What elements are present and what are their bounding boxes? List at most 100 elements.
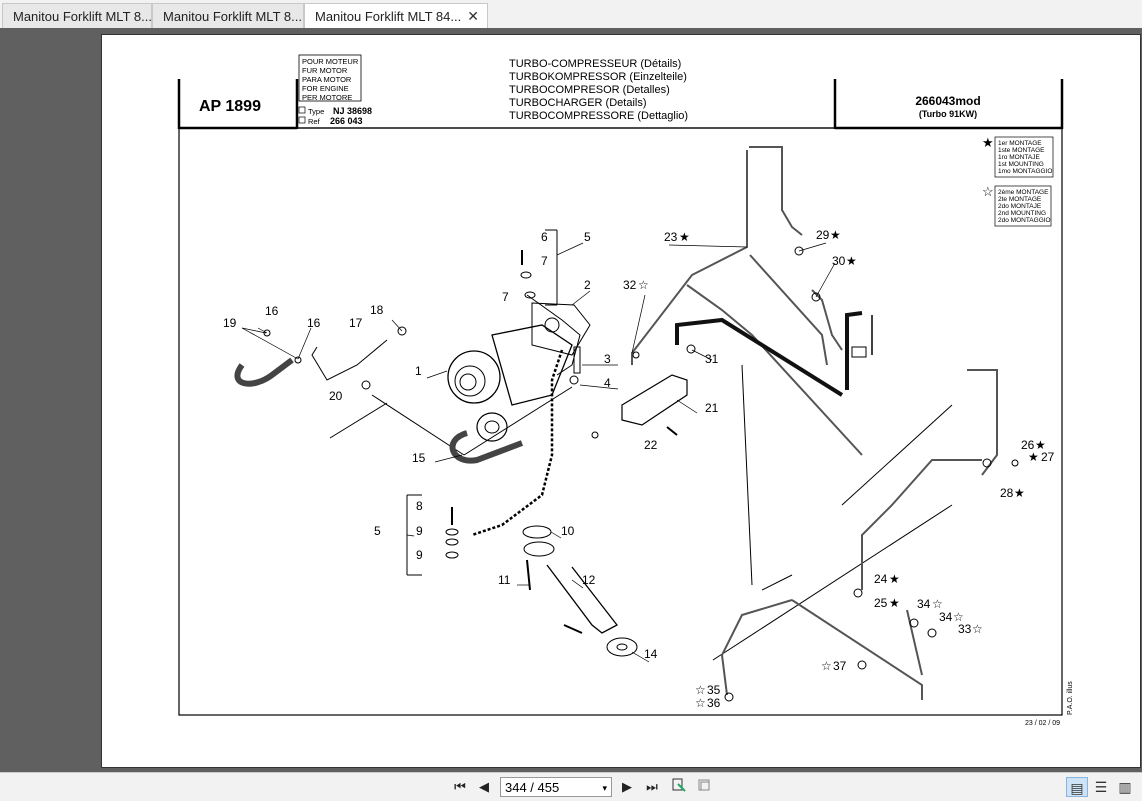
callout-23: 23 <box>664 230 678 244</box>
legend-first-mounting: ★ 1er MONTAGE 1ste MONTAGE 1ro MONTAJE 1… <box>982 135 1054 178</box>
page-selector[interactable]: 344 / 455 ▾ <box>500 777 612 797</box>
legend-line: 2te MONTAGE <box>998 196 1042 203</box>
callout-5: 5 <box>584 230 591 244</box>
callout-stars: ★ ★ ★ ★ ★ ★ ★ ★ ☆ ☆ ☆ ☆ ☆ ☆ ☆ <box>638 228 1046 710</box>
next-page-icon[interactable]: ▶ <box>622 779 632 794</box>
engine-line: FOR ENGINE <box>302 84 349 93</box>
callout-labels: 1 2 3 4 5 5 6 7 7 8 9 9 10 11 12 14 15 1… <box>223 228 1055 710</box>
previous-page-icon[interactable]: ◀ <box>479 779 489 794</box>
tab-label: Manitou Forklift MLT 8... <box>13 9 152 24</box>
callout-32: 32 <box>623 278 637 292</box>
callout-16: 16 <box>265 304 279 318</box>
filled-star-icon: ★ <box>1035 438 1046 452</box>
close-tab-icon[interactable]: ✕ <box>467 8 479 24</box>
tab-label: Manitou Forklift MLT 8... <box>163 9 302 24</box>
callout-4: 4 <box>604 376 611 390</box>
ref-value: 266 043 <box>330 116 363 126</box>
parts-diagram: AP 1899 POUR MOTEUR FUR MOTOR PARA MOTOR… <box>177 54 1074 727</box>
filled-star-icon: ★ <box>830 228 841 242</box>
legend-line: 2do MONTAJE <box>998 203 1042 210</box>
model-code: 266043mod <box>915 94 980 108</box>
header-block <box>177 54 1064 716</box>
title-fr: TURBO-COMPRESSEUR (Détails) <box>509 58 681 70</box>
legend-line: 2nd MOUNTING <box>998 210 1046 217</box>
callout-11: 11 <box>498 573 511 587</box>
callout-31: 31 <box>705 352 719 366</box>
callout-27: 27 <box>1041 450 1055 464</box>
title-en: TURBOCHARGER (Details) <box>509 97 647 109</box>
callout-3: 3 <box>604 352 611 366</box>
tab-document-3[interactable]: Manitou Forklift MLT 84... ✕ <box>304 3 488 29</box>
engine-line: PARA MOTOR <box>302 75 352 84</box>
model-subtitle: (Turbo 91KW) <box>919 109 977 119</box>
filled-star-icon: ★ <box>679 230 690 244</box>
legend-line: 2ème MONTAGE <box>998 189 1049 196</box>
last-page-icon[interactable]: ⏭ <box>646 779 658 794</box>
title-de: TURBOKOMPRESSOR (Einzelteile) <box>509 71 687 83</box>
fit-page-icon[interactable] <box>668 777 690 797</box>
callout-7: 7 <box>502 290 509 304</box>
callout-19: 19 <box>223 316 237 330</box>
callout-2: 2 <box>584 278 591 292</box>
engine-line: PER MOTORE <box>302 93 352 102</box>
filled-star-icon: ★ <box>1014 486 1025 500</box>
document-titles: TURBO-COMPRESSEUR (Détails) TURBOKOMPRES… <box>509 58 688 122</box>
callout-30: 30 <box>832 254 846 268</box>
callout-20: 20 <box>329 389 343 403</box>
exploded-drawing <box>234 146 1019 702</box>
filled-star-icon: ★ <box>982 135 994 150</box>
first-page-icon[interactable]: ⏮ <box>454 779 466 794</box>
outline-star-icon: ☆ <box>953 610 964 624</box>
fit-width-icon[interactable] <box>693 777 715 797</box>
type-label: Type <box>308 107 324 116</box>
callout-37: 37 <box>833 659 847 673</box>
callout-17: 17 <box>349 316 363 330</box>
legend-line: 1er MONTAGE <box>998 140 1042 147</box>
callout-1: 1 <box>415 364 422 378</box>
outline-star-icon: ☆ <box>695 696 706 710</box>
type-value: NJ 38698 <box>333 106 372 116</box>
single-page-view-icon[interactable]: ▤ <box>1066 777 1088 797</box>
outline-star-icon: ☆ <box>972 622 983 636</box>
bottom-toolbar: ⏮ ◀ 344 / 455 ▾ ▶ ⏭ ▤ ☰ ▥ <box>0 772 1142 801</box>
dropdown-arrow-icon: ▾ <box>602 783 607 793</box>
callout-16: 16 <box>307 316 321 330</box>
outline-star-icon: ☆ <box>932 597 943 611</box>
callout-12: 12 <box>582 573 596 587</box>
callout-28: 28 <box>1000 486 1014 500</box>
callout-15: 15 <box>412 451 426 465</box>
legend-line: 2do MONTAGGIO <box>998 217 1051 224</box>
callout-24: 24 <box>874 572 888 586</box>
tab-document-2[interactable]: Manitou Forklift MLT 8... <box>152 3 304 28</box>
continuous-view-icon[interactable]: ☰ <box>1094 779 1108 795</box>
document-viewer[interactable]: AP 1899 POUR MOTEUR FUR MOTOR PARA MOTOR… <box>0 28 1142 772</box>
callout-34: 34 <box>939 610 953 624</box>
title-it: TURBOCOMPRESSORE (Dettaglio) <box>509 110 688 122</box>
document-code: AP 1899 <box>199 98 261 115</box>
callout-25: 25 <box>874 596 888 610</box>
pdf-page: AP 1899 POUR MOTEUR FUR MOTOR PARA MOTOR… <box>101 34 1141 768</box>
tab-document-1[interactable]: Manitou Forklift MLT 8... <box>2 3 152 28</box>
engine-box: POUR MOTEUR FUR MOTOR PARA MOTOR FOR ENG… <box>302 57 359 102</box>
callout-6: 6 <box>541 230 548 244</box>
callout-34: 34 <box>917 597 931 611</box>
callout-7: 7 <box>541 254 548 268</box>
title-es: TURBOCOMPRESOR (Detalles) <box>509 84 670 96</box>
outline-star-icon: ☆ <box>982 184 994 199</box>
legend-line: 1st MOUNTING <box>998 161 1044 168</box>
outline-star-icon: ☆ <box>695 683 706 697</box>
facing-view-icon[interactable]: ▥ <box>1118 779 1132 795</box>
legend-second-mounting: ☆ 2ème MONTAGE 2te MONTAGE 2do MONTAJE 2… <box>982 184 1052 227</box>
engine-line: FUR MOTOR <box>302 66 348 75</box>
legend-line: 1ro MONTAJE <box>998 154 1040 161</box>
tab-bar: Manitou Forklift MLT 8... Manitou Forkli… <box>0 0 1142 29</box>
document-date: 23 / 02 / 09 <box>1025 720 1060 727</box>
callout-9: 9 <box>416 548 423 562</box>
callout-8: 8 <box>416 499 423 513</box>
engine-line: POUR MOTEUR <box>302 57 359 66</box>
ref-label: Ref <box>308 117 321 126</box>
legend-line: 1mo MONTAGGIO <box>998 168 1052 175</box>
callout-29: 29 <box>816 228 830 242</box>
callout-14: 14 <box>644 647 658 661</box>
outline-star-icon: ☆ <box>821 659 832 673</box>
